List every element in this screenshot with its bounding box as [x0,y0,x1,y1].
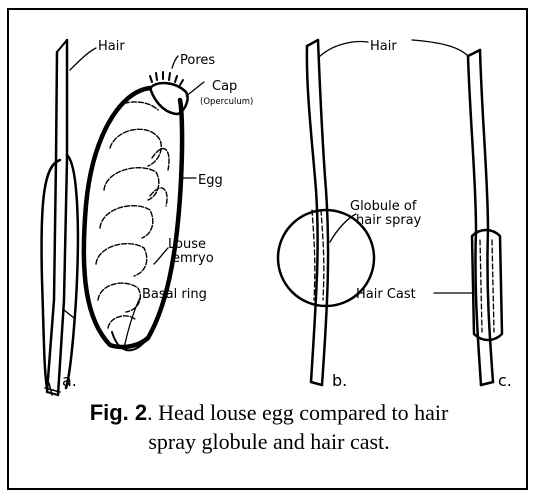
label-emryo: emryo [172,251,214,266]
label-basal-ring: Basal ring [142,287,207,302]
caption-line-1-text: . Head louse egg compared to hair [147,400,448,425]
caption-line-1: Fig. 2. Head louse egg compared to hair [0,398,538,427]
label-panel-b: b. [332,371,347,390]
label-operculum: (Operculum) [200,97,253,107]
label-globule-2: hair spray [356,213,422,228]
label-egg: Egg [198,173,223,188]
label-panel-c: c. [498,371,512,390]
label-pores: Pores [180,53,215,68]
label-b-hair: Hair [370,39,397,54]
panel-a-egg-outline [84,88,182,347]
label-hair-cast: Hair Cast [356,287,416,302]
label-louse: Louse [168,237,206,252]
panel-c-hair [468,50,493,385]
label-globule-1: Globule of [350,199,417,214]
figure-caption: Fig. 2. Head louse egg compared to hair … [0,398,538,456]
label-a-hair: Hair [98,39,125,54]
caption-figure-number: Fig. 2 [90,400,147,425]
panel-a-labels: Hair Pores Cap (Operculum) Egg Louse emr… [62,39,253,390]
panel-a-louse-egg [42,40,204,395]
panel-c-hair-cast [434,50,502,385]
panel-a-hair [47,40,67,395]
label-cap: Cap [212,79,237,94]
caption-line-2: spray globule and hair cast. [0,427,538,456]
label-panel-a: a. [62,371,77,390]
